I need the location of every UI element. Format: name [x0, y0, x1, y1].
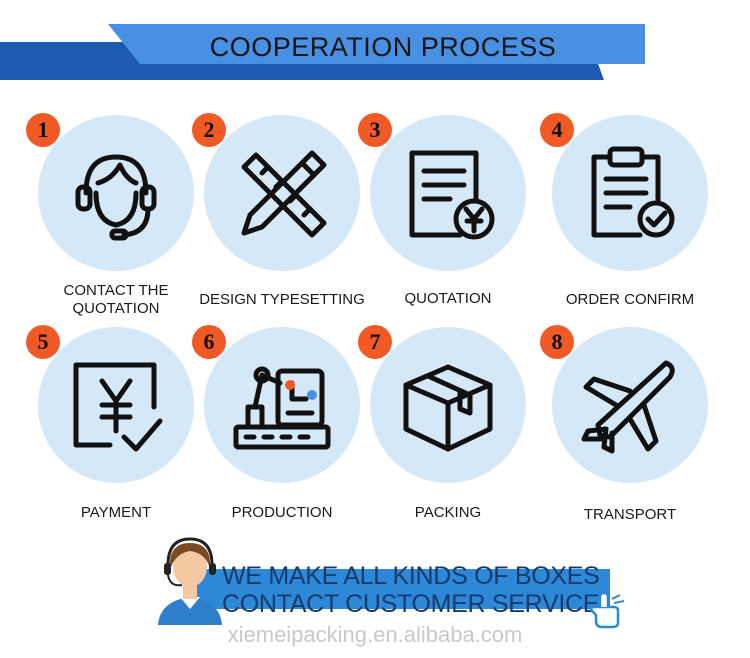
step-circle: [552, 327, 708, 483]
step-number-badge: 7: [358, 325, 392, 359]
robot-arm-icon: [233, 366, 331, 450]
document-yen-icon: [409, 150, 495, 240]
headset-agent-icon: [75, 154, 157, 241]
step-production: 6 PRODUCTION: [192, 325, 372, 527]
step-number-badge: 2: [192, 113, 226, 147]
ruler-pencil-icon: [241, 150, 327, 238]
step-number-badge: 4: [540, 113, 574, 147]
step-design-typesetting: 2 DESIGN TYPESETTING: [192, 113, 372, 315]
cta-bar: [195, 569, 610, 609]
step-label: ORDER CONFIRM: [565, 291, 695, 308]
step-label: PAYMENT: [80, 504, 152, 521]
header-banner: COOPERATION PROCESS: [0, 24, 750, 84]
banner-shape: [0, 24, 645, 80]
step-label: PACKING: [414, 504, 482, 521]
step-label: DESIGN TYPESETTING: [199, 291, 365, 308]
step-quotation: 3 QUOTATION: [358, 113, 538, 315]
step-number-badge: 1: [26, 113, 60, 147]
step-circle: [204, 115, 360, 271]
page-title: COOPERATION PROCESS: [209, 32, 557, 62]
customer-service-agent-icon: [158, 537, 222, 625]
step-circle: [38, 115, 194, 271]
box-icon: [403, 364, 493, 452]
step-label: TRANSPORT: [583, 506, 677, 523]
step-label: QUOTATION: [404, 290, 492, 307]
step-circle: [204, 327, 360, 483]
step-order-confirm: 4 ORDER CONFIRM: [540, 113, 720, 315]
yen-check-icon: [73, 362, 163, 452]
clipboard-check-icon: [591, 146, 675, 238]
step-number-badge: 8: [540, 325, 574, 359]
step-label: CONTACT THE QUOTATION: [63, 282, 169, 317]
step-number-badge: 5: [26, 325, 60, 359]
step-circle: [370, 115, 526, 271]
pointing-hand-icon: [590, 593, 625, 629]
step-label: PRODUCTION: [231, 504, 333, 521]
step-transport: 8 TRANSPORT: [540, 325, 720, 527]
step-contact-quotation: 1 CONTACT THE QUOTATION: [26, 113, 206, 317]
step-payment: 5 PAYMENT: [26, 325, 206, 527]
watermark-url: xiemeipacking.en.alibaba.com: [227, 622, 523, 647]
cta-contact-text[interactable]: CONTACT CUSTOMER SERVICE: [222, 590, 600, 618]
step-packing: 7 PACKING: [358, 325, 538, 527]
cta-tagline: WE MAKE ALL KINDS OF BOXES: [222, 562, 600, 590]
step-number-badge: 3: [358, 113, 392, 147]
contact-banner[interactable]: WE MAKE ALL KINDS OF BOXES CONTACT CUSTO…: [150, 535, 630, 630]
step-number-badge: 6: [192, 325, 226, 359]
airplane-icon: [581, 360, 675, 454]
